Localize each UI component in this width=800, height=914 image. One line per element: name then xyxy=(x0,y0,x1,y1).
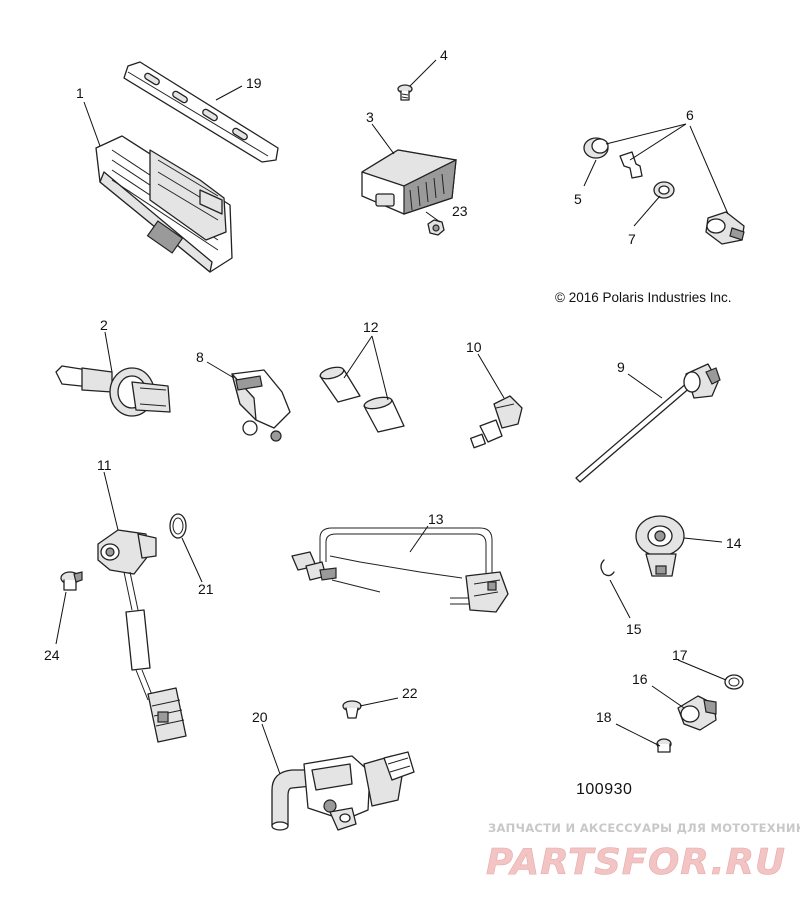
document-number: 100930 xyxy=(576,781,632,798)
callout-8: 8 xyxy=(196,349,204,365)
callout-19: 19 xyxy=(246,75,262,91)
part-15-snap-ring xyxy=(600,559,615,577)
part-23-nut xyxy=(427,219,445,236)
callout-5: 5 xyxy=(574,191,582,207)
callout-17: 17 xyxy=(672,647,688,663)
part-14-knock-sensor xyxy=(635,515,685,577)
part-19-bracket xyxy=(123,61,279,163)
callout-22: 22 xyxy=(402,685,418,701)
part-6-clip xyxy=(619,151,643,179)
callout-7: 7 xyxy=(628,231,636,247)
part-3-module-box xyxy=(361,149,457,215)
callout-14: 14 xyxy=(726,535,742,551)
callout-11: 11 xyxy=(97,457,112,473)
callout-3: 3 xyxy=(366,109,374,125)
part-24-bolt xyxy=(60,571,83,591)
callout-24: 24 xyxy=(44,647,60,663)
part-9-rod-sensor xyxy=(575,363,721,483)
part-21-oring xyxy=(169,513,187,539)
leader-lines xyxy=(55,59,729,775)
callout-2: 2 xyxy=(100,317,108,333)
part-2-sensor xyxy=(55,365,171,417)
callout-23: 23 xyxy=(452,203,468,219)
callout-12: 12 xyxy=(363,319,379,335)
part-5-cap xyxy=(583,137,609,159)
callout-20: 20 xyxy=(252,709,268,725)
callout-1: 1 xyxy=(76,85,84,101)
watermark-logo: PARTSFOR.RU xyxy=(486,842,786,883)
callout-13: 13 xyxy=(428,511,444,527)
callout-18: 18 xyxy=(596,709,612,725)
part-16-speed-sensor xyxy=(677,695,717,731)
part-13-wire-harness xyxy=(291,527,509,613)
watermark-tagline: ЗАПЧАСТИ И АКСЕССУАРЫ ДЛЯ МОТОТЕХНИКИ xyxy=(488,821,800,835)
callout-10: 10 xyxy=(466,339,482,355)
part-6-connector xyxy=(705,211,745,245)
callout-16: 16 xyxy=(632,671,648,687)
part-20-valve-assembly xyxy=(271,751,415,831)
part-12-cylinders xyxy=(319,366,405,433)
part-22-screw xyxy=(342,700,362,719)
part-8-map-sensor xyxy=(231,369,291,442)
part-10-temp-sensor xyxy=(470,395,523,449)
part-18-bolt xyxy=(656,738,672,753)
callout-15: 15 xyxy=(626,621,642,637)
part-7-grommet xyxy=(653,181,675,199)
callout-9: 9 xyxy=(617,359,625,375)
part-4-screw xyxy=(397,84,413,101)
part-17-oring xyxy=(724,674,744,690)
part-1-ecu xyxy=(95,135,233,273)
callout-21: 21 xyxy=(198,581,214,597)
part-11-tps-harness xyxy=(97,529,187,743)
callout-4: 4 xyxy=(440,47,448,63)
copyright-text: © 2016 Polaris Industries Inc. xyxy=(555,290,732,305)
callout-6: 6 xyxy=(686,107,694,123)
